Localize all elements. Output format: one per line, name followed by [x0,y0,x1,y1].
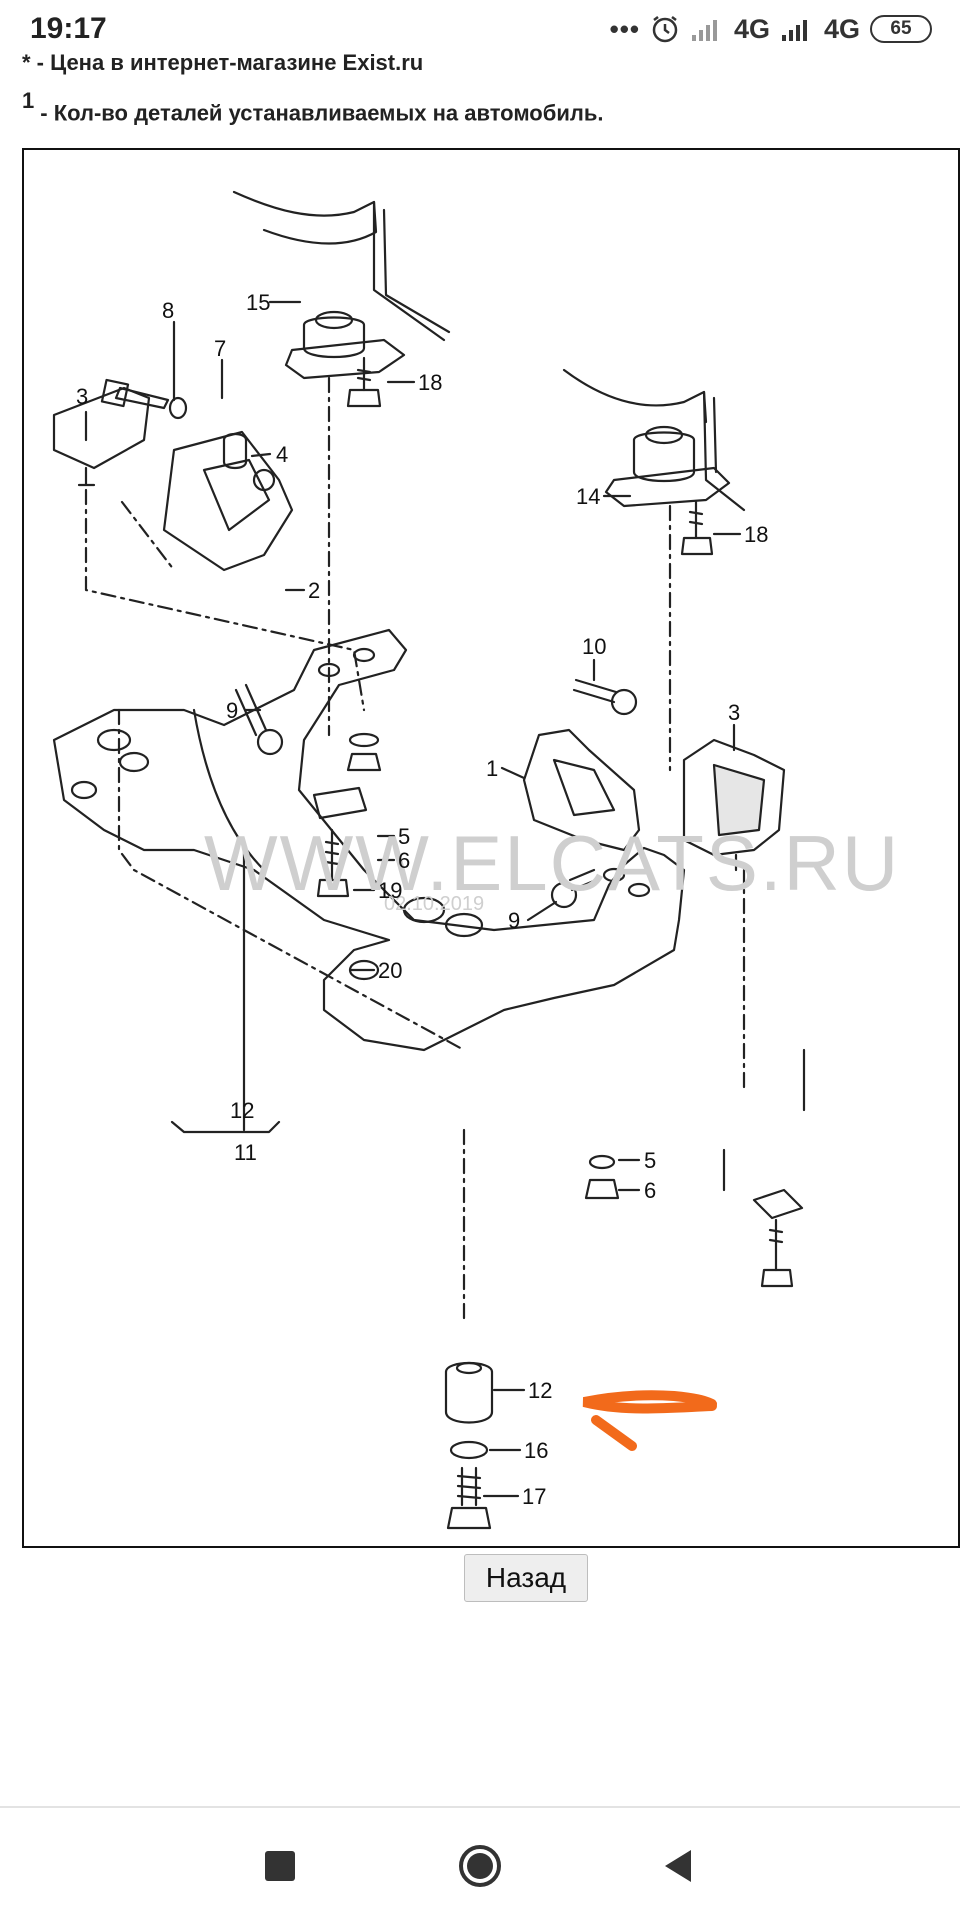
part-label: 2 [308,578,320,603]
part-label: 15 [246,290,270,315]
quantity-marker: 1 [22,88,35,113]
part-label: 1 [486,756,498,781]
status-time: 19:17 [30,12,107,45]
part-label: 14 [576,484,600,509]
nav-divider [0,1806,960,1808]
mount-15 [302,316,366,359]
battery-level: 65 [890,18,912,39]
mount-14 [632,431,696,483]
orange-arrow-annotation [582,1390,717,1451]
system-back-button[interactable] [642,1830,714,1902]
part-label: 5 [398,824,410,849]
diagram-watermark-date: 02.10.2019 [384,893,484,915]
part-label: 6 [398,848,410,873]
signal-icon [691,20,717,41]
back-button[interactable]: Назад [464,1554,588,1602]
parts-diagram-drawing: WWW.ELCATS.RU 02.10.2019 15 18 8 7 3 4 2… [52,190,900,1530]
quantity-note-text: - Кол-во деталей устанавливаемых на авто… [40,100,604,126]
part-label: 18 [418,370,442,395]
back-icon [665,1850,691,1882]
more-dots-icon: ••• [609,13,640,44]
part-label: 18 [744,522,768,547]
part-label: 12 [528,1378,552,1403]
alarm-icon [652,16,678,43]
body-panel-left [232,190,378,245]
part-label: 3 [76,384,88,409]
quantity-note: 1- Кол-во деталей устанавливаемых на авт… [22,88,604,126]
part-label: 19 [378,878,402,903]
home-icon [459,1845,501,1887]
part-label: 7 [214,336,226,361]
bushing-12 [444,1362,494,1424]
part-label: 20 [378,958,402,983]
part-label: 10 [582,634,606,659]
part-label: 9 [226,698,238,723]
part-label: 6 [644,1178,656,1203]
bracket-2 [162,430,294,572]
network-type-2: 4G [823,13,860,44]
part-label: 9 [508,908,520,933]
home-button[interactable] [444,1830,516,1902]
part-label: 17 [522,1484,546,1509]
bracket-1 [522,728,641,852]
recent-apps-icon [265,1851,295,1881]
part-label: 8 [162,298,174,323]
part-label: 5 [644,1148,656,1173]
status-icons: ••• 4G 4G 65 [610,14,932,44]
signal-icon [781,20,807,41]
part-label: 12 [230,1098,254,1123]
parts-diagram: WWW.ELCATS.RU 02.10.2019 15 18 8 7 3 4 2… [22,148,960,1548]
part-label: 11 [234,1140,257,1165]
engine-mount-3-right [682,738,786,857]
subframe [52,628,686,1052]
part-label: 4 [276,442,288,467]
battery-icon: 65 [870,15,932,43]
body-panel-right [562,368,708,424]
recent-apps-button[interactable] [244,1830,316,1902]
network-type-1: 4G [733,13,770,44]
status-bar: 19:17 ••• 4G 4G 65 [0,0,960,58]
price-note: * - Цена в интернет-магазине Exist.ru [22,50,424,75]
diagram-watermark: WWW.ELCATS.RU [204,819,900,907]
part-label: 16 [524,1438,548,1463]
part-label: 3 [728,700,740,725]
system-nav-bar [0,1808,960,1920]
